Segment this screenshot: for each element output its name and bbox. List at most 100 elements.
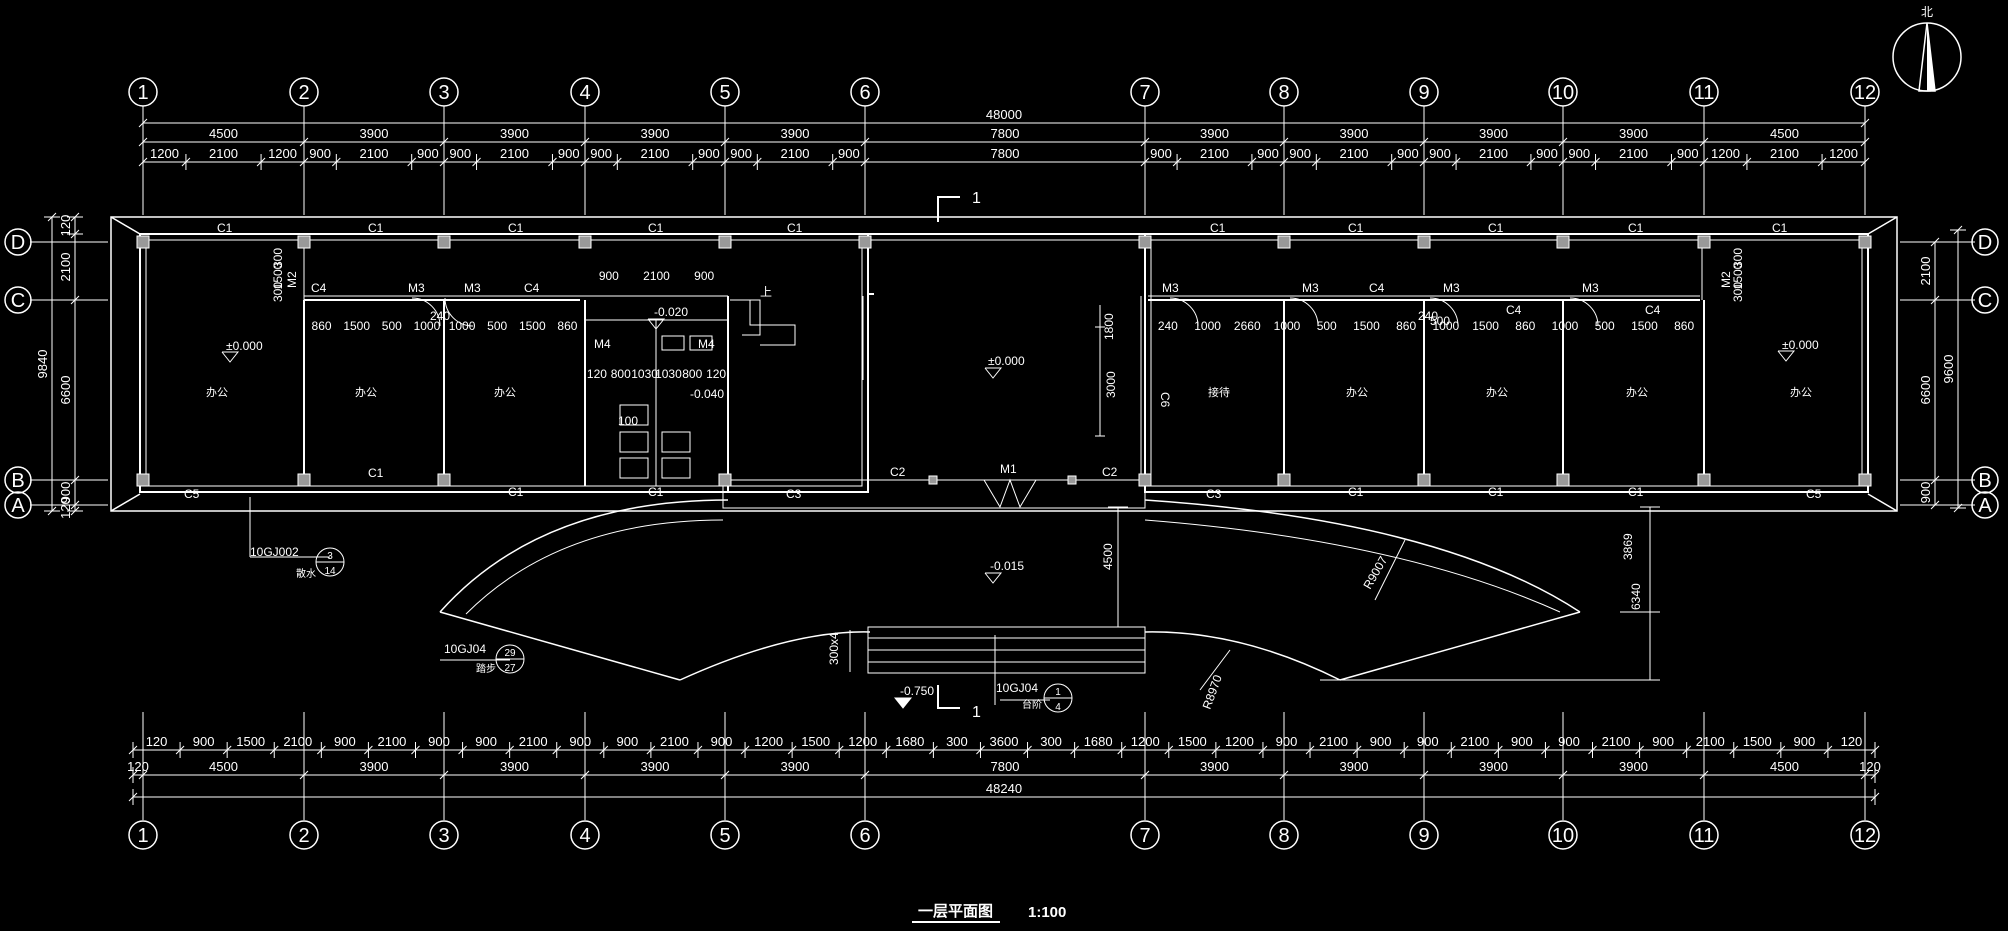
svg-text:C4: C4 bbox=[1369, 281, 1385, 295]
axis-label: 10 bbox=[1552, 825, 1574, 847]
dim-detail-top: 7800 bbox=[991, 146, 1020, 161]
dim-detail-top: 1200 bbox=[268, 146, 297, 161]
dim-bay-bottom: 3900 bbox=[1340, 759, 1369, 774]
dim-bay-top: 3900 bbox=[641, 126, 670, 141]
svg-text:M4: M4 bbox=[698, 337, 715, 351]
svg-text:C1: C1 bbox=[1210, 221, 1226, 235]
svg-text:4500: 4500 bbox=[1101, 543, 1115, 570]
dim-detail-bottom: 2100 bbox=[377, 734, 406, 749]
axis-bubble bbox=[1548, 77, 1578, 107]
svg-text:M2: M2 bbox=[285, 271, 299, 288]
dim-detail-top: 2100 bbox=[1619, 146, 1648, 161]
axis-label: 12 bbox=[1854, 82, 1876, 104]
detail-callouts bbox=[315, 547, 1073, 713]
dim-detail-bottom: 900 bbox=[1558, 734, 1580, 749]
axis-label: 12 bbox=[1854, 825, 1876, 847]
dim-bay-bottom: 3900 bbox=[641, 759, 670, 774]
axis-bubble bbox=[128, 77, 158, 107]
axis-bubble bbox=[570, 77, 600, 107]
dim-left-inner: 120 bbox=[58, 215, 73, 237]
dim-detail-bottom: 300 bbox=[1040, 734, 1062, 749]
svg-text:C1: C1 bbox=[508, 485, 524, 499]
svg-text:C1: C1 bbox=[1348, 485, 1364, 499]
axis-label: B bbox=[11, 470, 24, 492]
svg-text:C1: C1 bbox=[1488, 221, 1504, 235]
svg-text:10GJ002: 10GJ002 bbox=[250, 545, 299, 559]
axis-bubble bbox=[1971, 228, 1999, 256]
dim-detail-bottom: 900 bbox=[711, 734, 733, 749]
axis-bubble bbox=[128, 820, 158, 850]
svg-text:C1: C1 bbox=[217, 221, 233, 235]
dim-left-inner: 900 bbox=[58, 482, 73, 504]
dim-detail-bottom: 1200 bbox=[1225, 734, 1254, 749]
axis-bubble bbox=[4, 286, 32, 314]
dim-detail-top: 900 bbox=[730, 146, 752, 161]
svg-text:-0.015: -0.015 bbox=[990, 559, 1024, 573]
room-dim-right: 1000 bbox=[1194, 319, 1221, 333]
room-dim-right: 1000 bbox=[1433, 319, 1460, 333]
room-dim-right: 1000 bbox=[1274, 319, 1301, 333]
dim-detail-top: 2100 bbox=[209, 146, 238, 161]
svg-text:±0.000: ±0.000 bbox=[226, 339, 263, 353]
dim-detail-bottom: 2100 bbox=[283, 734, 312, 749]
svg-text:C1: C1 bbox=[648, 485, 664, 499]
dim-bay-bottom: 3900 bbox=[360, 759, 389, 774]
axis-bubble bbox=[1548, 820, 1578, 850]
axis-bubble bbox=[1850, 820, 1880, 850]
axis-bubble bbox=[1850, 77, 1880, 107]
room-dim-right: 240 bbox=[1158, 319, 1178, 333]
dim-bay-top: 7800 bbox=[991, 126, 1020, 141]
room-dim-right: 860 bbox=[1674, 319, 1694, 333]
dim-bay-top: 3900 bbox=[1340, 126, 1369, 141]
dim-bay-top: 3900 bbox=[360, 126, 389, 141]
window-labels: C1 C1 C1 C1 C1 C1 C1 C1 C1 C1 C1 C1 C1 C… bbox=[184, 221, 1822, 501]
dim-detail-bottom: 1200 bbox=[848, 734, 877, 749]
dim-detail-bottom: 120 bbox=[146, 734, 168, 749]
room-dim-right: 1500 bbox=[1631, 319, 1658, 333]
dim-detail-top: 900 bbox=[1257, 146, 1279, 161]
svg-text:C1: C1 bbox=[508, 221, 524, 235]
dim-detail-bottom: 2100 bbox=[1460, 734, 1489, 749]
svg-text:300x4: 300x4 bbox=[827, 632, 841, 665]
dim-detail-bottom: 1500 bbox=[1743, 734, 1772, 749]
dim-detail-bottom: 900 bbox=[1652, 734, 1674, 749]
axis-bubble bbox=[1971, 466, 1999, 494]
axis-label: 7 bbox=[1139, 82, 1150, 104]
toilet-dim-row: 1030 bbox=[631, 367, 658, 381]
toilet-dim-240: 240 bbox=[430, 309, 450, 323]
dim-detail-bottom: 3600 bbox=[990, 734, 1019, 749]
axis-bubble bbox=[850, 77, 880, 107]
room-dim-right: 1000 bbox=[1552, 319, 1579, 333]
dim-side: 300 bbox=[271, 248, 285, 268]
dim-detail-top: 2100 bbox=[641, 146, 670, 161]
dim-bay-bottom: 3900 bbox=[1200, 759, 1229, 774]
svg-text:上: 上 bbox=[760, 285, 772, 299]
svg-text:10GJ04: 10GJ04 bbox=[444, 642, 486, 656]
axis-label: 1 bbox=[137, 825, 148, 847]
svg-text:C1: C1 bbox=[1628, 221, 1644, 235]
svg-text:±0.000: ±0.000 bbox=[988, 354, 1025, 368]
axis-bubble bbox=[1971, 286, 1999, 314]
toilet-dim-top: 2100 bbox=[643, 269, 670, 283]
axis-label: 5 bbox=[719, 825, 730, 847]
toilet-dim-top: 900 bbox=[694, 269, 714, 283]
axis-label: 3 bbox=[438, 82, 449, 104]
dim-left-inner: 6600 bbox=[58, 376, 73, 405]
svg-text:C1: C1 bbox=[1348, 221, 1364, 235]
dim-detail-bottom: 1200 bbox=[754, 734, 783, 749]
dim-detail-top: 900 bbox=[838, 146, 860, 161]
dim-right-inner: 900 bbox=[1918, 482, 1933, 504]
room-dim-right: 1500 bbox=[1472, 319, 1499, 333]
svg-text:办公: 办公 bbox=[1626, 386, 1648, 399]
dim-detail-bottom: 900 bbox=[193, 734, 215, 749]
dim-bay-top: 4500 bbox=[1770, 126, 1799, 141]
room-dim-left: 500 bbox=[382, 319, 402, 333]
dim-side: 300 bbox=[1731, 248, 1745, 268]
toilet-dim-row: 120 bbox=[587, 367, 607, 381]
room-dim-left: 1000 bbox=[449, 319, 476, 333]
svg-text:M3: M3 bbox=[1443, 281, 1460, 295]
toilet-dim-top: 900 bbox=[599, 269, 619, 283]
dim-right-outer: 9600 bbox=[1941, 355, 1956, 384]
dim-detail-bottom: 900 bbox=[428, 734, 450, 749]
